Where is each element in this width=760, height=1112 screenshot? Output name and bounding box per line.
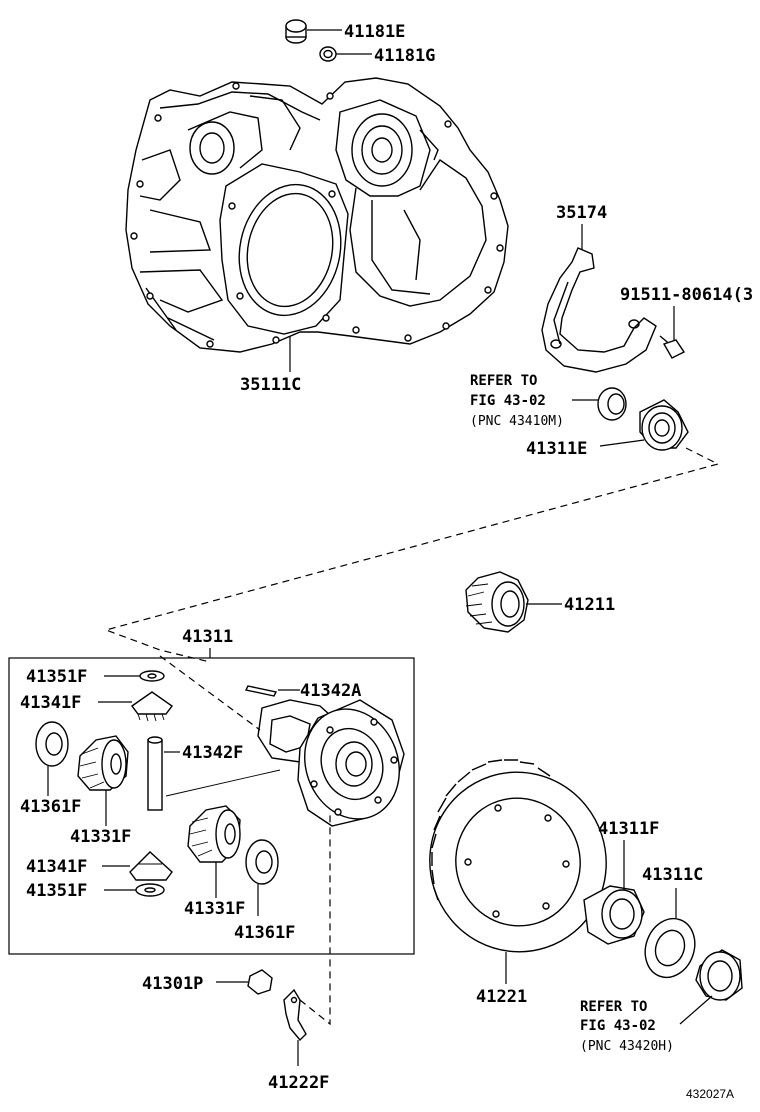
label-41361f-right: 41361F: [234, 923, 295, 943]
label-41341f-bottom: 41341F: [26, 857, 87, 877]
gear-41331f-right-drawing: [187, 805, 241, 898]
gear-41331f-left-drawing: [77, 735, 129, 826]
label-41311f: 41311F: [598, 819, 659, 839]
shield-35174-drawing: [541, 224, 657, 373]
pin-41342a-drawing: [244, 685, 300, 697]
gear-41341f-bottom-drawing: [102, 851, 173, 881]
bolt-91511-drawing: [659, 306, 686, 359]
refer-top-line3: (PNC 43410M): [470, 414, 564, 429]
washer-41351f-bottom-drawing: [104, 883, 165, 897]
label-41351f-bottom: 41351F: [26, 881, 87, 901]
differential-case-drawing: [159, 655, 405, 827]
label-41222f: 41222F: [268, 1073, 329, 1093]
label-41311e: 41311E: [526, 439, 587, 459]
label-35111c: 35111C: [240, 375, 301, 395]
washer-41361f-right-drawing: [245, 839, 279, 916]
bearing-refer-bottom-drawing: [679, 949, 743, 1025]
label-35174: 35174: [556, 203, 607, 223]
label-41341f-top: 41341F: [20, 693, 81, 713]
bearing-41311f-drawing: [583, 840, 645, 945]
refer-bottom-line1: REFER TO: [580, 999, 647, 1015]
refer-top-line2: FIG 43-02: [470, 393, 546, 409]
label-41351f-top: 41351F: [26, 667, 87, 687]
lock-plate-41222f-drawing: [283, 812, 331, 1066]
bolt-41301p-drawing: [216, 969, 273, 995]
label-41221: 41221: [476, 987, 527, 1007]
figure-number: 432027A: [686, 1087, 734, 1101]
refer-top-line1: REFER TO: [470, 373, 537, 389]
pin-41342f-drawing: [147, 736, 180, 811]
dashed-link-41311e: [104, 447, 720, 663]
gear-41341f-top-drawing: [98, 691, 173, 722]
label-41301p: 41301P: [142, 974, 203, 994]
label-41311c: 41311C: [642, 865, 703, 885]
label-41361f-left: 41361F: [20, 797, 81, 817]
differential-box: [8, 657, 415, 955]
gasket-41181g-drawing: [319, 46, 372, 62]
gear-41211-drawing: [465, 571, 562, 633]
washer-41351f-top-drawing: [104, 670, 165, 682]
label-41311: 41311: [182, 627, 233, 647]
label-41181e: 41181E: [344, 22, 405, 42]
plug-41181e-drawing: [285, 19, 342, 44]
refer-bottom-line2: FIG 43-02: [580, 1018, 656, 1034]
label-41342f: 41342F: [182, 743, 243, 763]
refer-bottom-line3: (PNC 43420H): [580, 1039, 674, 1054]
label-41342a: 41342A: [300, 681, 361, 701]
label-91511-80614: 91511-80614(3: [620, 285, 753, 305]
washer-41361f-left-drawing: [35, 721, 69, 796]
label-41181g: 41181G: [374, 46, 435, 66]
label-41331f-right: 41331F: [184, 899, 245, 919]
ring-gear-41221-drawing: [429, 759, 607, 984]
transaxle-case-drawing: [125, 77, 509, 353]
bearing-refer-top-drawing: [572, 387, 627, 421]
washer-41311c-drawing: [644, 888, 696, 979]
label-41331f-left: 41331F: [70, 827, 131, 847]
bearing-41311e-drawing: [599, 399, 689, 451]
label-41211: 41211: [564, 595, 615, 615]
